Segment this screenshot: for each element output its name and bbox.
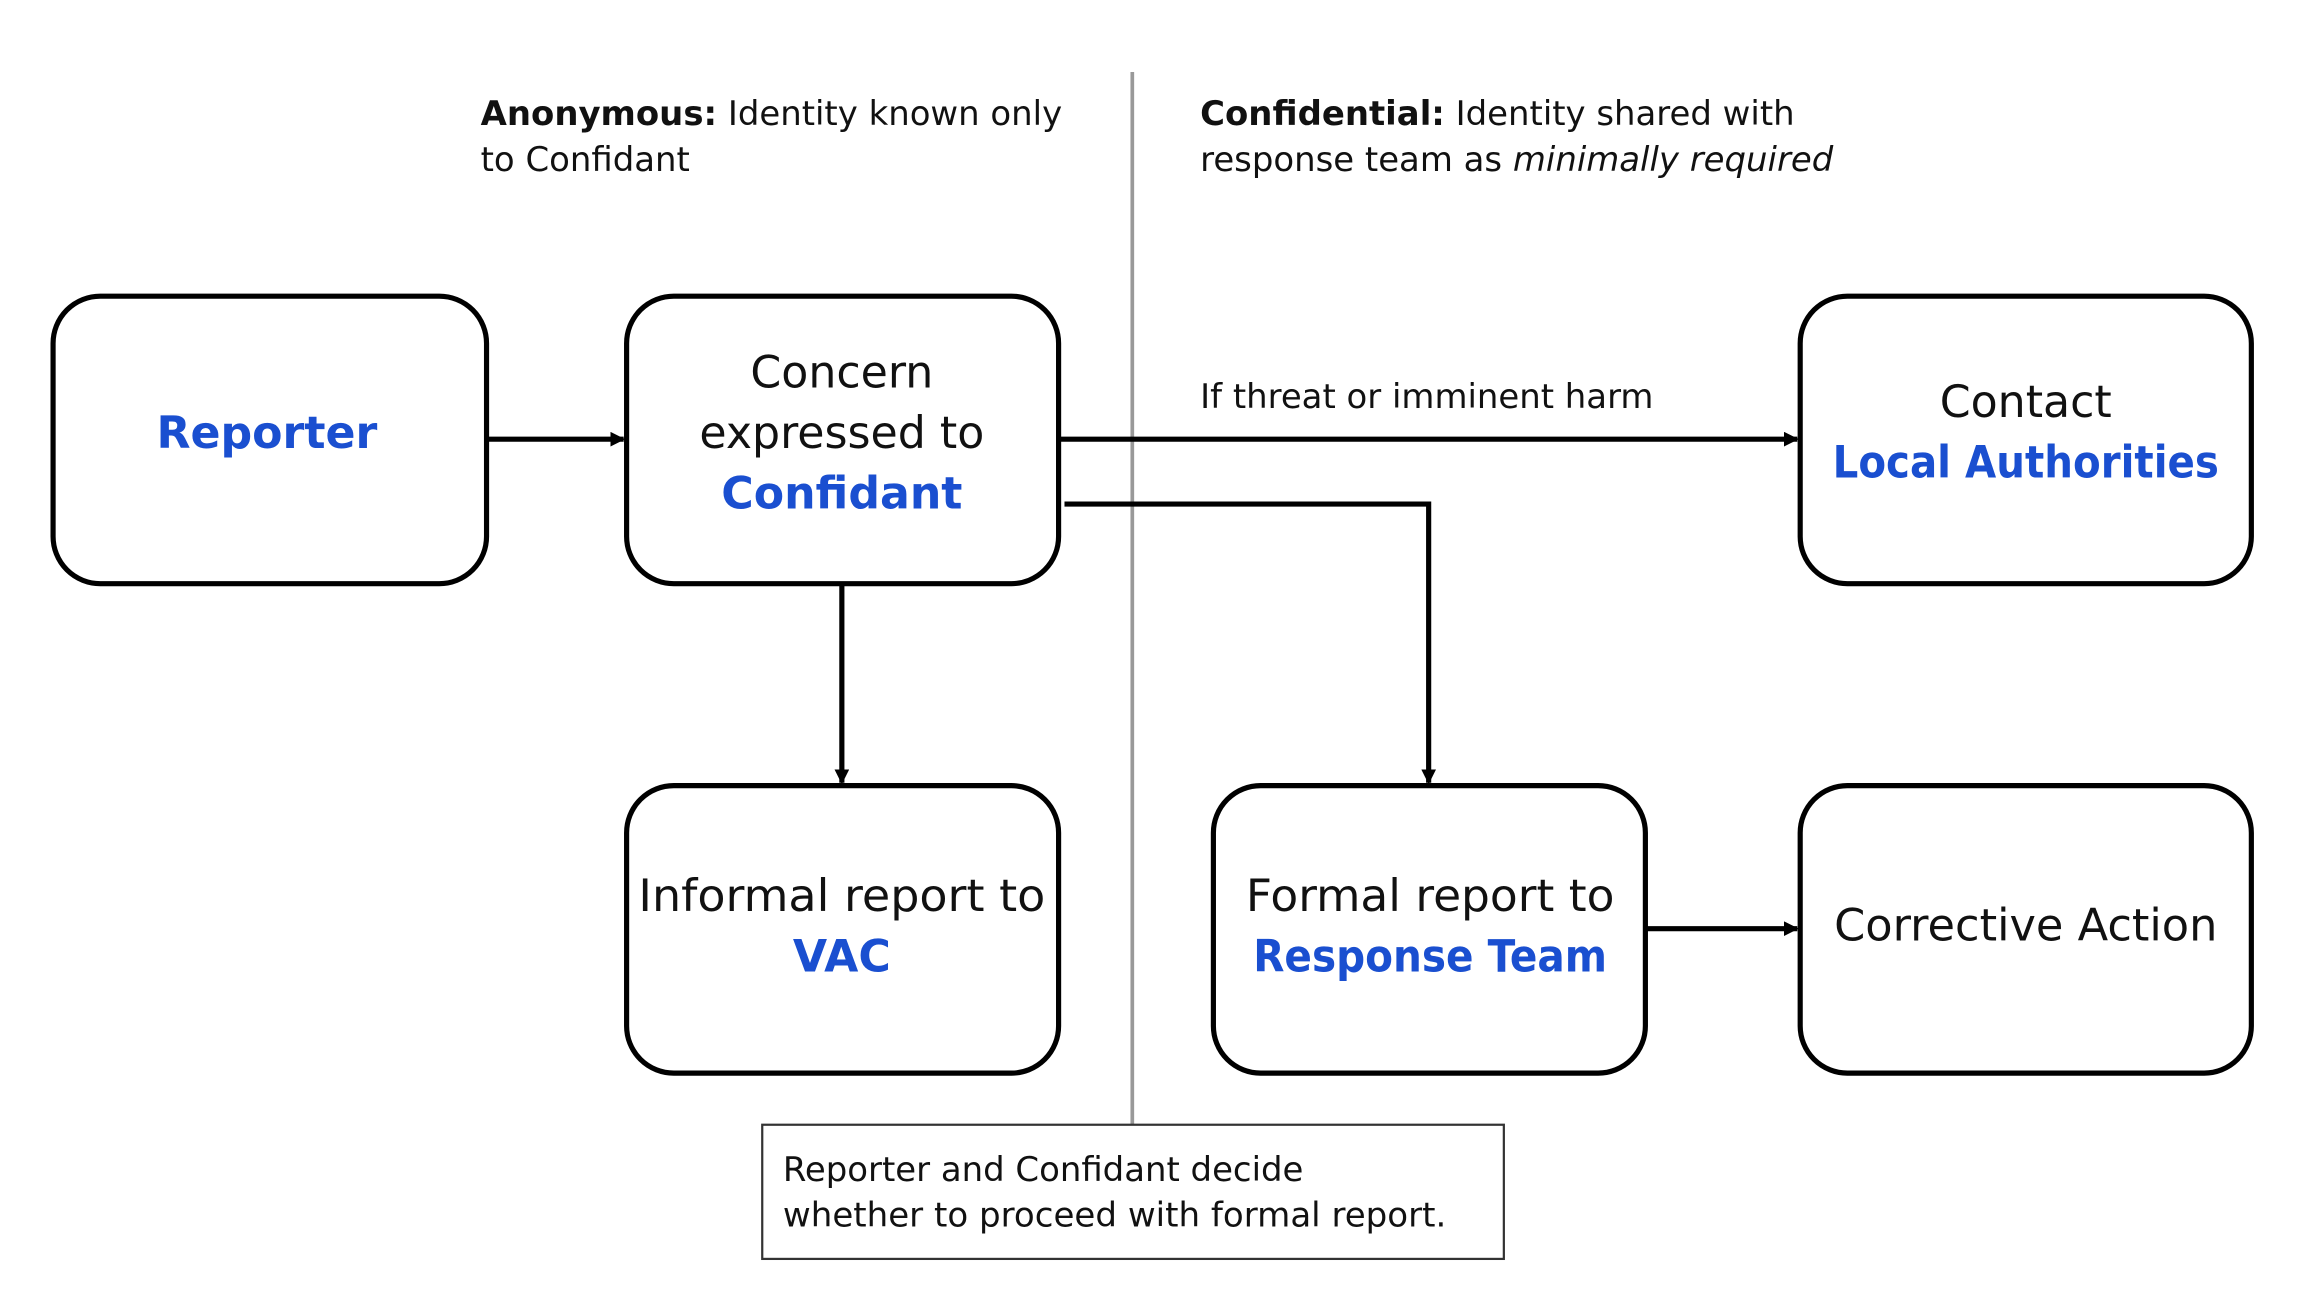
node-concern: Concern expressed to Confidant bbox=[624, 293, 1062, 587]
node-corrective-label: Corrective Action bbox=[1834, 900, 2217, 951]
node-concern-highlight: Confidant bbox=[721, 468, 962, 519]
anonymous-header-line2: to Confidant bbox=[481, 140, 690, 179]
node-contact-highlight: Local Authorities bbox=[1833, 438, 2219, 489]
node-concern-line1: Concern bbox=[750, 348, 933, 399]
node-concern-line2: expressed to bbox=[699, 408, 984, 459]
anonymous-header: Anonymous: Identity known only bbox=[481, 94, 1063, 133]
node-formal-line1: Formal report to bbox=[1246, 871, 1615, 922]
decision-note-line1: Reporter and Confidant decide bbox=[783, 1150, 1304, 1189]
node-informal: Informal report to VAC bbox=[624, 783, 1062, 1076]
confidential-header: Confidential: Identity shared with bbox=[1200, 94, 1794, 133]
decision-note-line2: whether to proceed with formal report. bbox=[783, 1195, 1446, 1234]
node-informal-highlight: VAC bbox=[793, 931, 891, 982]
node-formal-highlight: Response Team bbox=[1253, 931, 1607, 982]
node-informal-line1: Informal report to bbox=[638, 871, 1045, 922]
decision-note: Reporter and Confidant decide whether to… bbox=[761, 1123, 1505, 1261]
edges bbox=[486, 431, 1799, 937]
node-corrective: Corrective Action bbox=[1797, 783, 2254, 1076]
node-reporter-label: Reporter bbox=[156, 408, 377, 459]
threat-edge-label: If threat or imminent harm bbox=[1200, 377, 1653, 416]
node-formal: Formal report to Response Team bbox=[1210, 783, 1648, 1076]
edge-concern-formal bbox=[1064, 501, 1437, 785]
node-contact: Contact Local Authorities bbox=[1797, 293, 2254, 587]
node-reporter: Reporter bbox=[50, 293, 490, 587]
confidential-header-line2: response team as minimally required bbox=[1200, 140, 1834, 179]
node-contact-line1: Contact bbox=[1940, 377, 2112, 428]
